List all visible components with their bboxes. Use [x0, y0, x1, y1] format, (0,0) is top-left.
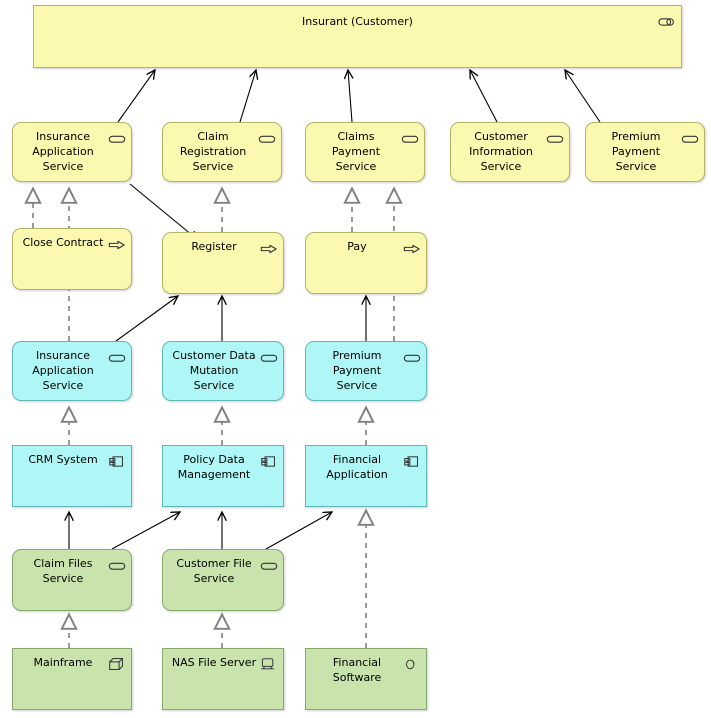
element-cust_data_mut_svc[interactable]: Customer Data Mutation Service — [162, 341, 284, 401]
element-label: Claim Registration Service — [179, 130, 247, 173]
element-ins_app_svc_biz[interactable]: Insurance Application Service — [12, 122, 132, 182]
relationship-serving-claim_files_svc-to-policy_data_mgmt — [111, 512, 180, 550]
element-claim_reg_svc[interactable]: Claim Registration Service — [162, 122, 282, 182]
element-close_contract[interactable]: Close Contract — [12, 228, 132, 290]
element-label: Insurance Application Service — [32, 349, 94, 392]
element-crm_system[interactable]: CRM System — [12, 445, 132, 507]
element-label: Insurant (Customer) — [302, 15, 413, 28]
element-claim_files_svc[interactable]: Claim Files Service — [12, 549, 132, 611]
element-prem_pay_svc_biz[interactable]: Premium Payment Service — [585, 122, 705, 182]
device-icon — [260, 656, 277, 670]
element-label: Policy Data Management — [177, 453, 251, 481]
technology-service-icon — [108, 557, 126, 570]
application-component-icon — [403, 453, 420, 467]
element-claims_pay_svc[interactable]: Claims Payment Service — [305, 122, 425, 182]
element-pay[interactable]: Pay — [305, 232, 427, 294]
node-icon — [108, 656, 125, 671]
business-process-icon — [403, 240, 420, 254]
relationship-serving-customer_file_svc-to-financial_app — [265, 512, 332, 550]
business-service-icon — [258, 130, 276, 143]
element-financial_app[interactable]: Financial Application — [305, 445, 427, 507]
element-label: Financial Application — [326, 453, 388, 481]
element-prem_pay_svc_app[interactable]: Premium Payment Service — [305, 341, 427, 401]
system-software-icon — [403, 656, 420, 670]
element-policy_data_mgmt[interactable]: Policy Data Management — [162, 445, 284, 507]
element-insurant[interactable]: Insurant (Customer) — [33, 5, 682, 68]
element-customer_file_svc[interactable]: Customer File Service — [162, 549, 284, 611]
relationship-serving-ins_app_svc_app-to-register — [115, 296, 178, 342]
business-service-icon — [108, 130, 126, 143]
element-ins_app_svc_app[interactable]: Insurance Application Service — [12, 341, 132, 401]
relationship-serving-cust_info_svc-to-insurant — [470, 70, 498, 123]
business-service-icon — [546, 130, 564, 143]
element-label: Close Contract — [22, 236, 104, 249]
application-service-icon — [403, 349, 421, 362]
element-cust_info_svc[interactable]: Customer Information Service — [450, 122, 570, 182]
business-process-icon — [260, 240, 277, 254]
relationship-serving-ins_app_svc_biz-to-insurant — [117, 70, 155, 123]
element-label: Premium Payment Service — [611, 130, 661, 173]
element-label: Claims Payment Service — [331, 130, 381, 173]
element-label: Claim Files Service — [33, 557, 93, 585]
relationship-serving-claim_reg_svc-to-insurant — [239, 70, 256, 123]
element-label: Customer Data Mutation Service — [172, 349, 256, 392]
element-nas_file_server[interactable]: NAS File Server — [162, 648, 284, 710]
element-label: Register — [191, 240, 237, 253]
business-process-icon — [108, 236, 125, 250]
application-component-icon — [108, 453, 125, 467]
element-label: Mainframe — [33, 656, 93, 669]
element-financial_software[interactable]: Financial Software — [305, 648, 427, 710]
relationship-serving-claims_pay_svc-to-insurant — [348, 70, 352, 123]
application-service-icon — [108, 349, 126, 362]
element-label: Customer Information Service — [469, 130, 533, 173]
element-label: Insurance Application Service — [32, 130, 94, 173]
element-mainframe[interactable]: Mainframe — [12, 648, 132, 710]
technology-service-icon — [260, 557, 278, 570]
element-label: Financial Software — [332, 656, 382, 684]
business-service-icon — [401, 130, 419, 143]
application-service-icon — [260, 349, 278, 362]
relationship-serving-prem_pay_svc_biz-to-insurant — [565, 70, 601, 123]
element-register[interactable]: Register — [162, 232, 284, 294]
element-label: CRM System — [28, 453, 98, 466]
element-label: Customer File Service — [176, 557, 252, 585]
application-component-icon — [260, 453, 277, 467]
element-label: Pay — [347, 240, 367, 253]
business-service-icon — [681, 130, 699, 143]
element-label: NAS File Server — [171, 656, 257, 669]
element-label: Premium Payment Service — [332, 349, 382, 392]
business-role-icon — [658, 13, 675, 26]
